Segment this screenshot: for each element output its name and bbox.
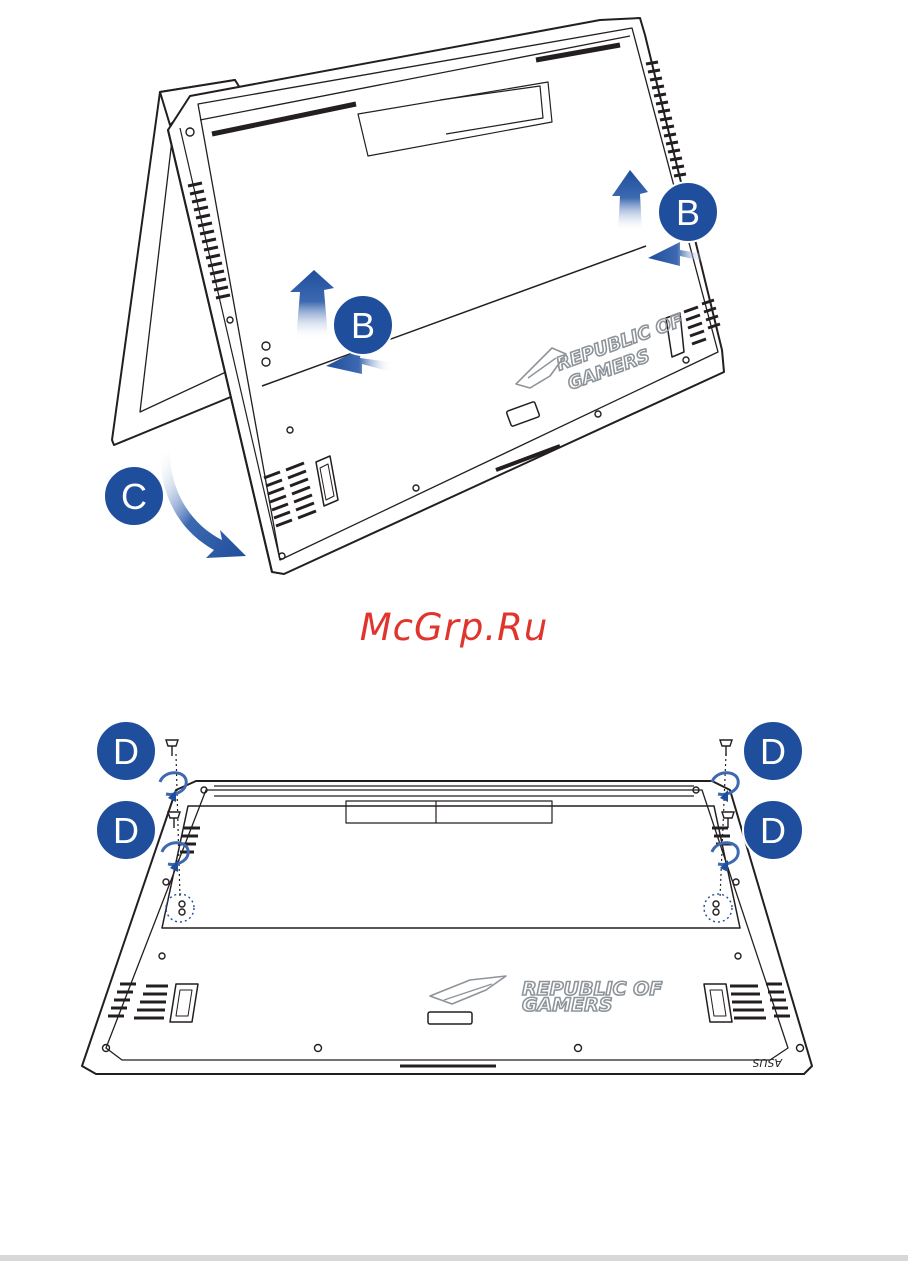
underside-laptop-illustration: [82, 754, 812, 1074]
screw-icon: [722, 812, 734, 818]
badge-d3-label: D: [760, 731, 786, 772]
watermark-text: McGrp.Ru: [0, 606, 908, 649]
screw-icon: [166, 740, 178, 746]
brand-line2-bottom: GAMERS: [522, 994, 613, 1016]
asus-logo: ASUS: [752, 1056, 783, 1069]
badge-b1-label: B: [351, 305, 375, 346]
badge-b1: B: [333, 295, 393, 355]
badge-d4-label: D: [760, 810, 786, 851]
badge-d1-label: D: [113, 731, 139, 772]
badge-d2: D: [96, 800, 156, 860]
tent-laptop-illustration: [112, 18, 724, 574]
screw-icon: [720, 740, 732, 746]
badge-d2-label: D: [113, 810, 139, 851]
badge-d3: D: [743, 721, 803, 781]
rotate-ccw-icon: [160, 773, 186, 795]
badge-d4: D: [743, 800, 803, 860]
badge-c: C: [104, 466, 164, 526]
footer-divider: [0, 1255, 908, 1261]
badge-b2-label: B: [676, 192, 700, 233]
badge-c-label: C: [121, 476, 147, 517]
badge-d1: D: [96, 721, 156, 781]
screw-icon: [168, 812, 180, 818]
badge-b2: B: [658, 182, 718, 242]
rotate-arrow-icon: [160, 452, 246, 558]
